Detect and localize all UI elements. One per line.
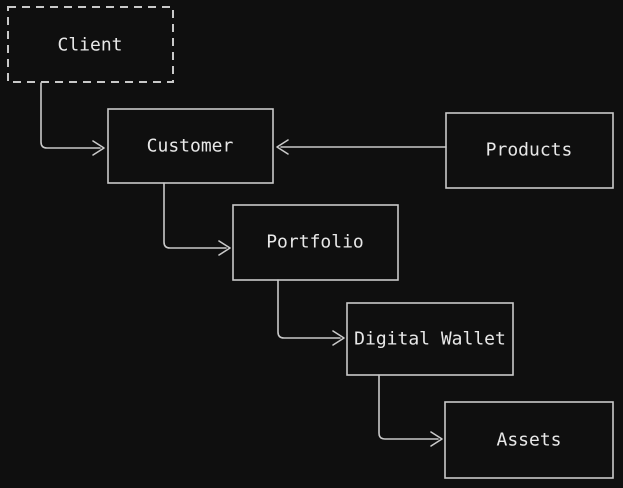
edge-portfolio-digital-wallet-line[interactable]: [277, 279, 341, 339]
edge-customer-portfolio[interactable]: [163, 182, 231, 256]
products-box[interactable]: [445, 112, 614, 189]
customer-box[interactable]: [107, 108, 274, 184]
arrowhead-right-icon: [430, 431, 443, 447]
edge-digital-wallet-assets-line[interactable]: [378, 374, 439, 440]
arrowhead-right-icon: [332, 330, 345, 346]
edge-portfolio-digital-wallet[interactable]: [277, 279, 345, 346]
edge-products-customer[interactable]: [276, 139, 447, 155]
arrowhead-left-icon: [276, 139, 289, 155]
node-customer[interactable]: Customer: [107, 108, 274, 184]
node-client[interactable]: Client: [7, 6, 174, 83]
assets-box[interactable]: [444, 401, 614, 479]
portfolio-label: Portfolio: [266, 232, 364, 253]
client-box[interactable]: [7, 6, 174, 83]
node-assets[interactable]: Assets: [444, 401, 614, 479]
edge-customer-portfolio-line[interactable]: [163, 182, 227, 249]
portfolio-box[interactable]: [232, 204, 399, 281]
customer-label: Customer: [147, 136, 234, 157]
edge-client-customer[interactable]: [40, 82, 105, 156]
node-digital-wallet[interactable]: Digital Wallet: [346, 302, 514, 376]
assets-label: Assets: [496, 430, 561, 451]
node-products[interactable]: Products: [445, 112, 614, 189]
node-portfolio[interactable]: Portfolio: [232, 204, 399, 281]
client-label: Client: [57, 35, 122, 56]
products-label: Products: [486, 140, 573, 161]
edge-client-customer-line[interactable]: [40, 82, 101, 149]
digital-wallet-box[interactable]: [346, 302, 514, 376]
edge-digital-wallet-assets[interactable]: [378, 374, 443, 447]
digital-wallet-label: Digital Wallet: [354, 329, 506, 350]
arrowhead-right-icon: [218, 240, 231, 256]
arrowhead-right-icon: [92, 140, 105, 156]
